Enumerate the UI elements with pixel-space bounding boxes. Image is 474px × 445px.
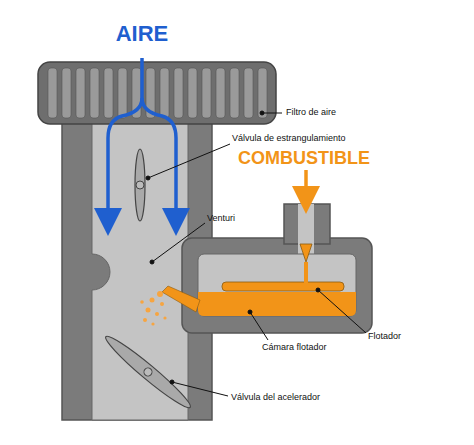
part-label: Filtro de aire	[286, 107, 336, 117]
part-label: Válvula de estrangulamiento	[232, 133, 346, 143]
flow-label: AIRE	[116, 21, 169, 46]
part-label: Válvula del acelerador	[231, 392, 320, 402]
flow-label: COMBUSTIBLE	[238, 148, 370, 169]
part-label: Flotador	[368, 331, 401, 341]
part-label: Cámara flotador	[262, 342, 327, 352]
part-label: Venturi	[207, 213, 235, 223]
